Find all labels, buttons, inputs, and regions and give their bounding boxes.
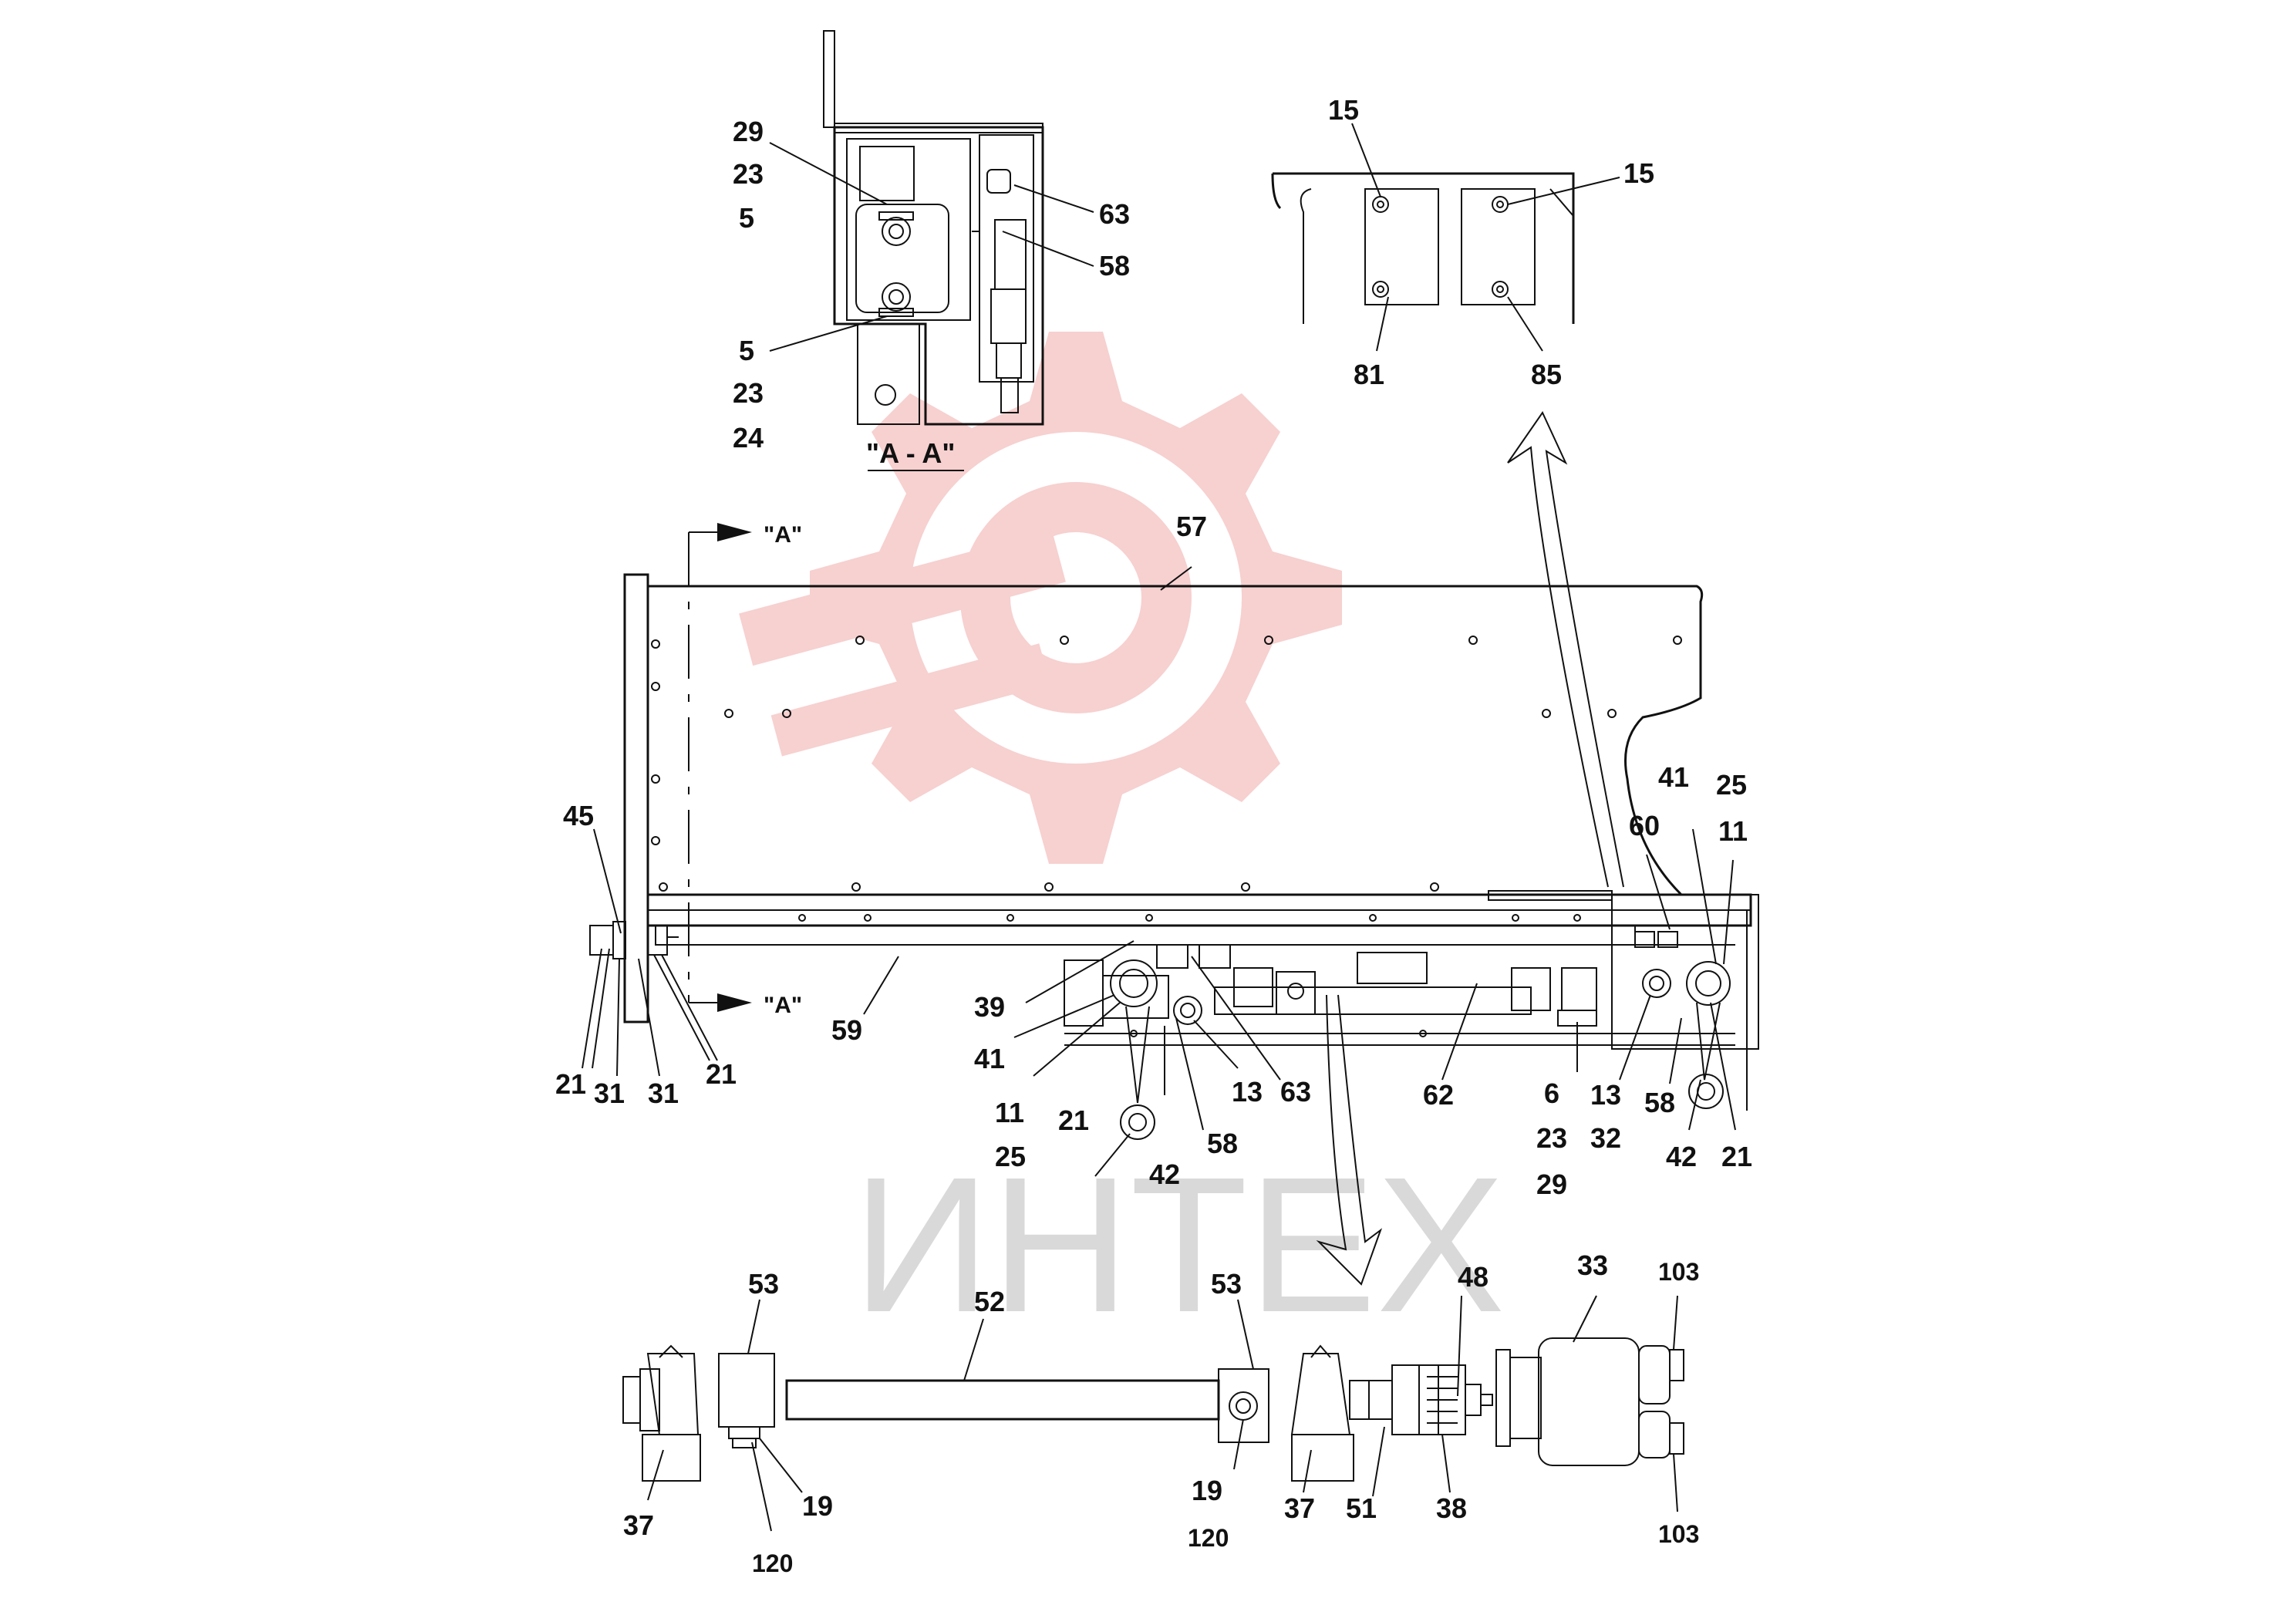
section-leaders <box>769 142 1094 352</box>
callout-m-25r: 25 <box>1716 769 1747 801</box>
callout-sec-24: 24 <box>733 422 764 454</box>
callout-sec-29: 29 <box>733 116 764 147</box>
callout-det-15a: 15 <box>1328 94 1359 126</box>
callout-s-33: 33 <box>1577 1249 1608 1281</box>
callout-det-15b: 15 <box>1623 157 1654 189</box>
shaft-leaders <box>647 1295 1678 1532</box>
callout-m-21a: 21 <box>555 1068 586 1100</box>
callout-s-53b: 53 <box>1211 1268 1242 1300</box>
callout-m-57: 57 <box>1176 511 1207 542</box>
callout-m-6: 6 <box>1544 1077 1559 1109</box>
callout-s-120a: 120 <box>752 1549 793 1577</box>
callout-m-21d: 21 <box>1721 1141 1752 1172</box>
callout-m-58: 58 <box>1207 1128 1238 1159</box>
watermark-text: ИНТЕХ <box>852 1137 1505 1352</box>
callout-m-32: 32 <box>1590 1122 1621 1154</box>
arrow-to-shaft <box>1316 994 1383 1286</box>
callout-m-60: 60 <box>1629 810 1660 841</box>
callout-s-53a: 53 <box>748 1268 779 1300</box>
callout-m-13b: 13 <box>1590 1079 1621 1111</box>
callout-s-37a: 37 <box>623 1509 654 1541</box>
callout-m-21b: 21 <box>706 1058 737 1090</box>
callout-m-11r: 11 <box>1718 815 1748 847</box>
callout-m-63: 63 <box>1280 1076 1311 1108</box>
callout-m-41r: 41 <box>1658 761 1689 793</box>
callout-s-120b: 120 <box>1188 1524 1229 1552</box>
shaft-assembly <box>622 1337 1684 1482</box>
callout-m-58b: 58 <box>1644 1087 1675 1118</box>
callout-s-38: 38 <box>1436 1492 1467 1524</box>
callout-m-62: 62 <box>1423 1079 1454 1111</box>
section-title: "A - A" <box>866 437 955 469</box>
callout-sec-63: 63 <box>1099 198 1130 230</box>
callout-m-59: 59 <box>831 1014 862 1046</box>
callout-m-25: 25 <box>995 1141 1026 1172</box>
callout-m-31b: 31 <box>648 1077 679 1109</box>
callout-m-39: 39 <box>974 991 1005 1023</box>
watermark-gear <box>739 332 1342 864</box>
section-aa-view <box>823 30 1044 426</box>
callout-sec-5a: 5 <box>739 202 754 234</box>
callout-m-21c: 21 <box>1058 1104 1089 1136</box>
callout-s-103b: 103 <box>1658 1520 1699 1548</box>
callout-m-42b: 42 <box>1666 1141 1697 1172</box>
section-mark-bottom: "A" <box>764 993 802 1018</box>
callout-m-41: 41 <box>974 1043 1005 1074</box>
callout-s-37b: 37 <box>1284 1492 1315 1524</box>
callout-m-45: 45 <box>563 800 594 831</box>
section-mark-top: "A" <box>764 522 802 548</box>
callout-m-31a: 31 <box>594 1077 625 1109</box>
callout-m-11: 11 <box>995 1097 1024 1128</box>
callout-m-42: 42 <box>1149 1158 1180 1190</box>
callout-sec-23b: 23 <box>733 377 764 409</box>
callout-sec-5b: 5 <box>739 335 754 366</box>
arrow-to-detail <box>1507 410 1624 888</box>
detail-view <box>1271 123 1620 352</box>
callout-m-23: 23 <box>1536 1122 1567 1154</box>
main-leaders <box>582 566 1736 1177</box>
callout-s-19b: 19 <box>1192 1475 1222 1506</box>
callout-sec-23a: 23 <box>733 158 764 190</box>
callout-m-29: 29 <box>1536 1168 1567 1200</box>
callout-s-103a: 103 <box>1658 1258 1699 1286</box>
callout-s-19a: 19 <box>802 1490 833 1522</box>
callout-sec-58: 58 <box>1099 250 1130 282</box>
callout-s-52: 52 <box>974 1286 1005 1317</box>
callout-det-81: 81 <box>1354 359 1384 390</box>
callout-m-13: 13 <box>1232 1076 1263 1108</box>
callout-s-48: 48 <box>1458 1261 1489 1293</box>
callout-s-51: 51 <box>1346 1492 1377 1524</box>
callout-det-85: 85 <box>1531 359 1562 390</box>
section-cut-line <box>688 523 752 1012</box>
main-view <box>589 573 1759 1140</box>
